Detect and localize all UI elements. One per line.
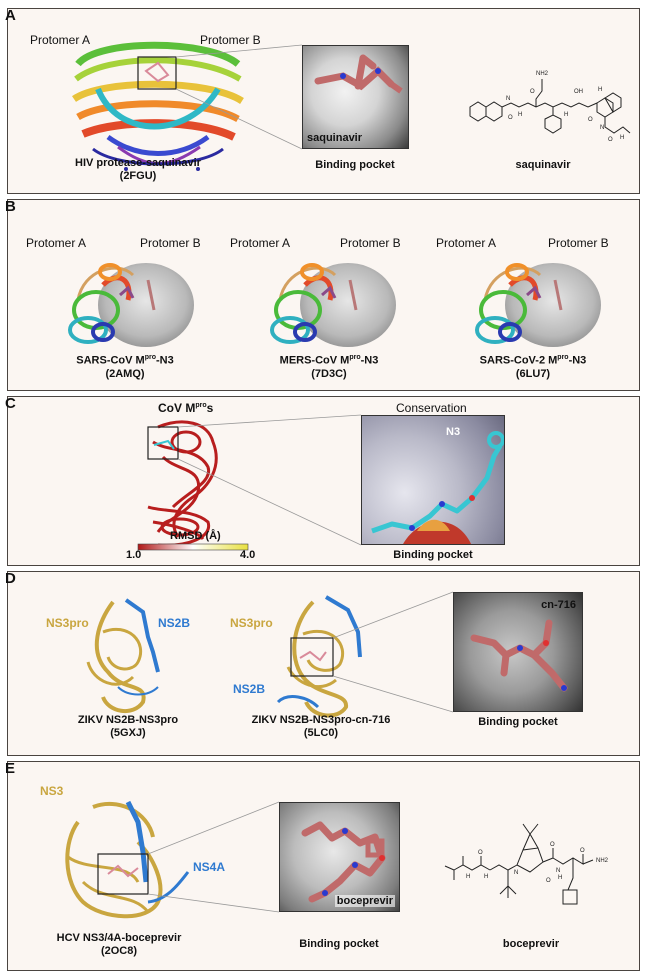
bp-atom-o2: O <box>550 842 555 848</box>
panel-d-label: D <box>5 570 16 587</box>
e-ns4a-label: NS4A <box>193 860 226 874</box>
saquinavir-ligand <box>314 54 403 94</box>
n3-pocket-label: N3 <box>446 426 461 438</box>
mpro-sars2 <box>475 263 601 347</box>
binding-pocket-d-caption: Binding pocket <box>478 716 558 728</box>
sq-atom-h2: H <box>598 87 602 93</box>
e-ns3-label: NS3 <box>40 784 64 798</box>
zikv-apo-ribbon <box>86 598 160 713</box>
rmsd-min: 1.0 <box>126 549 142 561</box>
sq-atom-h4: H <box>620 135 624 141</box>
d-mid-ns2b-label: NS2B <box>233 682 266 696</box>
protomer-a-label: Protomer A <box>30 33 91 47</box>
bp-atom-o4: O <box>546 878 551 884</box>
b3-protomer-a: Protomer A <box>436 236 497 250</box>
rmsd-colorbar <box>137 543 249 551</box>
binding-pocket-a: saquinavir <box>302 45 409 149</box>
panel-b: B Protomer A Protomer B Protomer A Proto… <box>5 198 640 391</box>
sq-atom-o3: O <box>588 117 593 123</box>
rmsd-label: RMSD (Å) <box>170 530 221 542</box>
binding-pocket-e-caption: Binding pocket <box>299 938 379 950</box>
e-structure-caption: HCV NS3/4A-boceprevir (2OC8) <box>56 932 182 957</box>
panel-a-label: A <box>5 7 16 24</box>
b2-protomer-a: Protomer A <box>230 236 291 250</box>
mpro-sars <box>68 263 194 347</box>
binding-pocket-d: cn-716 <box>453 592 583 712</box>
d-left-caption: ZIKV NS2B-NS3pro (5GXJ) <box>77 714 179 739</box>
b1-protomer-a: Protomer A <box>26 236 87 250</box>
panel-a: A Protomer A Protomer B HIV protease-saq… <box>5 7 640 194</box>
panel-b-label: B <box>5 198 16 215</box>
sq-atom-n1: N <box>506 96 510 102</box>
b3-caption: SARS-CoV-2 Mpro-N3 (6LU7) <box>479 354 587 380</box>
bp-atom-n1: N <box>514 870 518 876</box>
bp-atom-h2: H <box>484 874 488 880</box>
cn716-pocket-label: cn-716 <box>541 599 576 611</box>
b1-caption: SARS-CoV Mpro-N3 (2AMQ) <box>76 354 174 380</box>
protomer-b-label: Protomer B <box>200 33 261 47</box>
hiv-structure-caption: HIV protease-saquinavir (2FGU) <box>75 157 201 182</box>
binding-pocket-a-caption: Binding pocket <box>315 159 395 171</box>
sq-atom-h1: H <box>518 112 522 118</box>
boceprevir-ligand <box>301 821 386 903</box>
panel-c-label: C <box>5 395 16 412</box>
d-mid-caption: ZIKV NS2B-NS3pro-cn-716 (5LC0) <box>251 714 391 739</box>
panel-e-label: E <box>5 760 16 777</box>
sq-atom-o1: O <box>508 115 513 121</box>
panel-e: E NS3 NS4A HCV NS3/4A-boceprevir (2OC8) <box>5 760 640 971</box>
hiv-protease-structure <box>72 41 303 171</box>
binding-pocket-e: boceprevir <box>279 802 400 912</box>
mpro-structures <box>68 263 601 347</box>
panel-d: D NS3pro NS2B NS3pro NS2B ZIKV NS2B-NS3p… <box>5 570 640 756</box>
sq-atom-oh: OH <box>574 89 583 95</box>
bp-atom-nh2: NH2 <box>596 858 609 864</box>
d-left-ns3pro-label: NS3pro <box>46 616 89 630</box>
b1-protomer-b: Protomer B <box>140 236 201 250</box>
n3-ligand <box>371 431 504 544</box>
d-left-ns2b-label: NS2B <box>158 616 191 630</box>
b2-protomer-b: Protomer B <box>340 236 401 250</box>
boceprevir-pocket-label: boceprevir <box>334 895 395 907</box>
zikv-cn716-ribbon <box>276 591 454 718</box>
bp-atom-n2: N <box>556 868 560 874</box>
bp-atom-h1: H <box>466 874 470 880</box>
cn716-ligand <box>470 619 568 692</box>
binding-pocket-c-caption: Binding pocket <box>393 549 473 561</box>
hcv-ns3-4a-structure <box>65 800 280 919</box>
binding-pocket-c: N3 <box>361 415 505 545</box>
sq-atom-o2: O <box>530 89 535 95</box>
saquinavir-structure-drawing: N O H NH2 O OH H O H N O H <box>469 71 631 143</box>
saquinavir-caption: saquinavir <box>515 159 571 171</box>
bp-atom-o3: O <box>580 848 585 854</box>
bp-atom-h3: H <box>558 875 562 881</box>
boceprevir-structure-drawing: H O H N O O NH2 N H O <box>444 823 609 905</box>
cov-mpros-title: CoV Mpros <box>158 401 214 415</box>
sq-atom-nh2: NH2 <box>536 71 549 77</box>
ns2b-ns3pro-structures <box>86 591 454 718</box>
boceprevir-caption: boceprevir <box>502 938 560 950</box>
bp-atom-o1: O <box>478 850 483 856</box>
conservation-label: Conservation <box>396 401 467 415</box>
saquinavir-pocket-label: saquinavir <box>307 132 363 144</box>
mpro-mers <box>270 263 396 347</box>
d-mid-ns3pro-label: NS3pro <box>230 616 273 630</box>
sq-atom-n2: N <box>600 125 604 131</box>
panel-c: C CoV Mpros RMSD (Å) 1.0 4.0 Conservat <box>5 395 640 566</box>
sq-atom-o4: O <box>608 137 613 143</box>
sq-atom-h3: H <box>564 112 568 118</box>
rmsd-max: 4.0 <box>240 549 256 561</box>
b2-caption: MERS-CoV Mpro-N3 (7D3C) <box>279 354 379 380</box>
cov-mpro-superposition <box>137 414 362 551</box>
b3-protomer-b: Protomer B <box>548 236 609 250</box>
